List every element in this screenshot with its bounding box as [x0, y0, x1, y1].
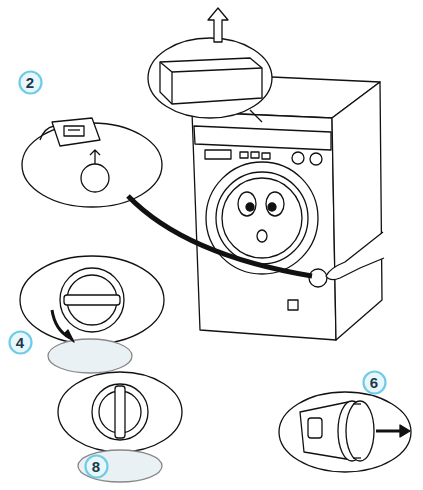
callout-ring	[19, 71, 41, 93]
callout-circle: 2	[18, 70, 43, 95]
callout-circle: 4	[8, 330, 33, 355]
callout-ring	[363, 371, 385, 393]
callout-number: 2	[26, 74, 34, 91]
callout-number: 6	[370, 374, 378, 391]
callout-number: 8	[92, 458, 100, 475]
machine	[20, 8, 411, 482]
callout-circle: 8	[84, 454, 109, 479]
callout-ring	[85, 455, 107, 477]
callout-number: 4	[16, 334, 24, 351]
callout-ring	[9, 331, 31, 353]
callout-circle: 6	[362, 370, 387, 395]
